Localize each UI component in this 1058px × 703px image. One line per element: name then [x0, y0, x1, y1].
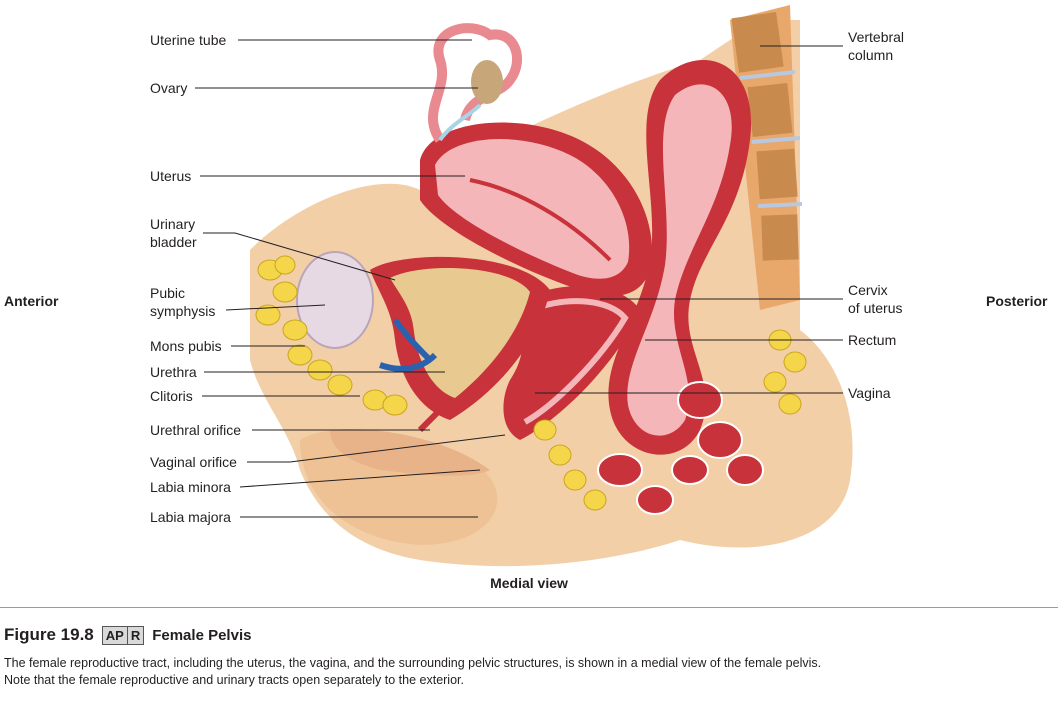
badge-r: R [127, 627, 143, 644]
label-urethral-orifice: Urethral orifice [150, 421, 241, 439]
ovary-shape [471, 60, 503, 104]
label-labia-minora: Labia minora [150, 478, 231, 496]
resource-badge: AP R [102, 626, 144, 645]
figure-heading: Female Pelvis [152, 627, 251, 644]
label-pubic-symphysis: Pubic symphysis [150, 284, 215, 320]
label-ovary: Ovary [150, 79, 187, 97]
figure-number: Figure 19.8 [4, 625, 94, 645]
caption-line-2: Note that the female reproductive and ur… [4, 672, 1044, 689]
label-mons-pubis: Mons pubis [150, 337, 222, 355]
label-clitoris: Clitoris [150, 387, 193, 405]
label-urethra: Urethra [150, 363, 197, 381]
divider [0, 607, 1058, 608]
figure-title: Figure 19.8 AP R Female Pelvis [4, 625, 251, 645]
view-label: Medial view [0, 575, 1058, 591]
caption-line-1: The female reproductive tract, including… [4, 655, 1044, 672]
label-urinary-bladder: Urinary bladder [150, 215, 197, 251]
label-labia-majora: Labia majora [150, 508, 231, 526]
label-vaginal-orifice: Vaginal orifice [150, 453, 237, 471]
badge-ap: AP [103, 627, 127, 644]
label-uterus: Uterus [150, 167, 191, 185]
figure-caption: The female reproductive tract, including… [4, 655, 1044, 689]
label-uterine-tube: Uterine tube [150, 31, 226, 49]
label-posterior: Posterior [986, 293, 1047, 309]
label-cervix-of-uterus: Cervix of uterus [848, 281, 902, 317]
label-rectum: Rectum [848, 331, 896, 349]
label-vagina: Vagina [848, 384, 891, 402]
label-vertebral-column: Vertebral column [848, 28, 904, 64]
pubic-symphysis-shape [297, 252, 373, 348]
label-anterior: Anterior [4, 293, 58, 309]
